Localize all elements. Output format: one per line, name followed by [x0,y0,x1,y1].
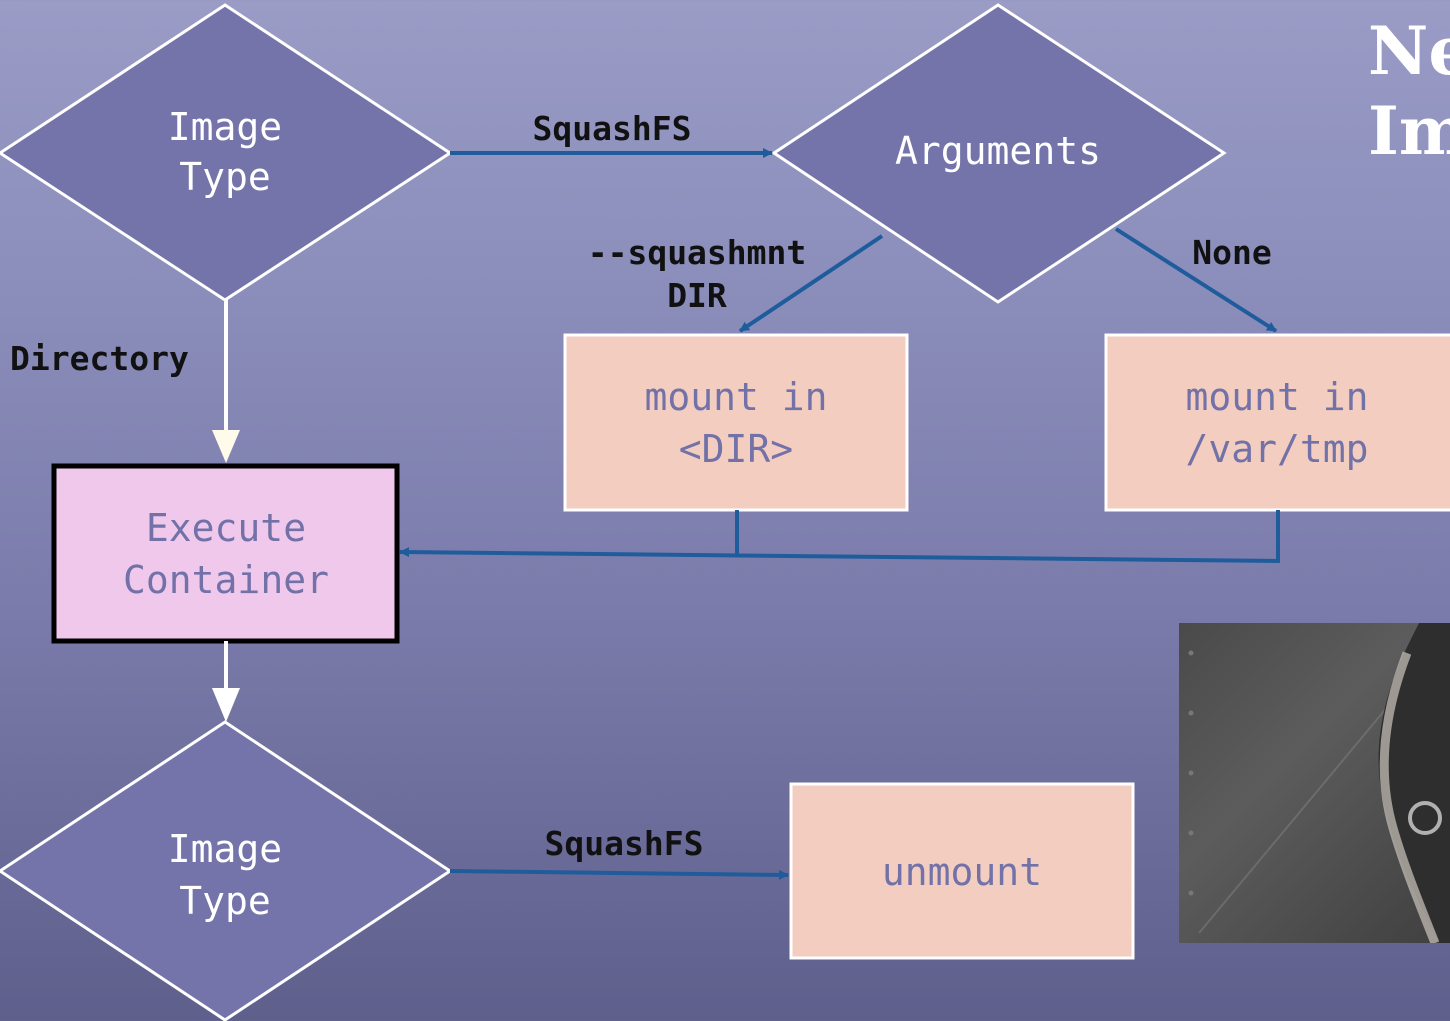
decision-top-label-2: Type [179,155,271,199]
decision-args-label: Arguments [895,129,1101,173]
decision-bottom-label-2: Type [179,879,271,923]
decision-arguments: Arguments [771,3,1227,304]
edge-label-squashfs-bottom: SquashFS [545,824,704,863]
box-mount-tmp: mount in /var/tmp [1104,333,1450,512]
connector-merge [399,510,1281,563]
arrowhead-directory [212,430,240,463]
arrowhead-execute-down [212,688,240,722]
edge-label-none: None [1192,233,1271,272]
mount-dir-label-2: <DIR> [679,427,793,471]
execute-label-2: Container [123,558,329,602]
box-unmount: unmount [789,782,1135,960]
box-execute-container: Execute Container [51,463,400,644]
decision-image-type-bottom: Image Type [0,720,453,1021]
arrow-squashfs-bottom [449,869,789,880]
unmount-label: unmount [882,850,1042,894]
edge-label-squashmnt-1: --squashmnt [588,233,807,272]
edge-label-squashfs-top: SquashFS [533,109,692,148]
decision-top-label-1: Image [168,105,282,149]
slide-title-line2: Im [1368,92,1450,170]
box-mount-dir: mount in <DIR> [563,333,909,512]
mount-dir-label-1: mount in [644,375,827,419]
slide-title-line1: Ne [1368,12,1450,90]
arrow-squashmnt [738,234,884,333]
edge-label-directory: Directory [10,339,189,378]
mount-tmp-label-2: /var/tmp [1185,427,1368,471]
decision-image-type-top: Image Type [0,3,453,302]
edge-label-squashmnt-2: DIR [667,276,727,315]
arrow-none [1114,227,1278,333]
mount-tmp-label-1: mount in [1185,375,1368,419]
execute-label-1: Execute [146,506,306,550]
photo-image [1179,623,1450,943]
decision-bottom-label-1: Image [168,827,282,871]
